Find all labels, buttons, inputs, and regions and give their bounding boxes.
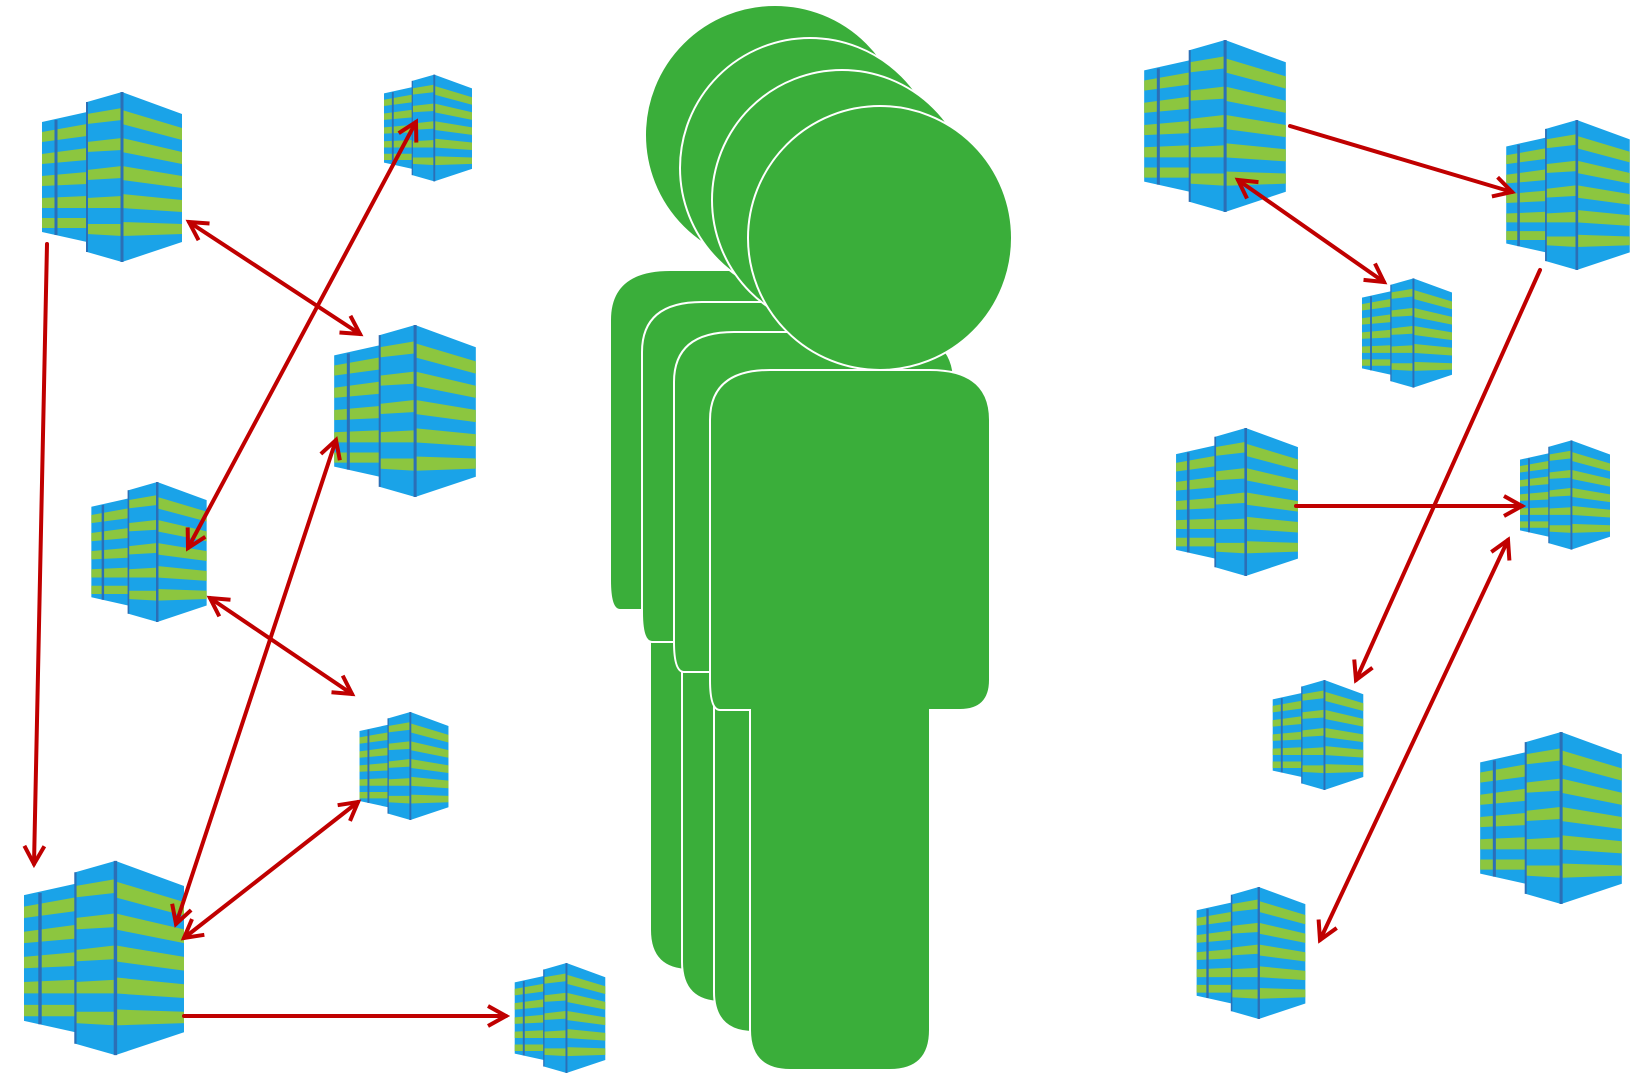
right-building-cluster bbox=[1144, 40, 1630, 1019]
building-icon bbox=[1362, 278, 1452, 388]
building-icon bbox=[1520, 440, 1610, 550]
building-icon bbox=[1144, 40, 1286, 212]
building-icon bbox=[384, 74, 472, 182]
building-icon bbox=[1196, 887, 1306, 1019]
left-building-cluster bbox=[24, 74, 606, 1073]
arrow bbox=[34, 242, 49, 864]
right-connections bbox=[1238, 124, 1542, 940]
building-icon bbox=[1272, 680, 1364, 790]
building-icon bbox=[1480, 732, 1622, 904]
person-icon bbox=[709, 105, 1013, 1071]
building-icon bbox=[24, 860, 184, 1056]
bidirectional-arrow bbox=[184, 802, 358, 938]
building-icon bbox=[334, 325, 476, 497]
bidirectional-arrow bbox=[1320, 540, 1508, 940]
bidirectional-arrow bbox=[1238, 180, 1384, 282]
people-group-icon bbox=[609, 4, 1013, 1071]
arrow bbox=[1288, 124, 1512, 192]
building-icon bbox=[358, 712, 450, 820]
left-connections bbox=[34, 122, 506, 1016]
building-icon bbox=[514, 963, 606, 1073]
building-icon bbox=[42, 92, 182, 262]
building-icon bbox=[1176, 428, 1298, 576]
building-icon bbox=[90, 482, 208, 622]
building-icon bbox=[1506, 120, 1630, 270]
